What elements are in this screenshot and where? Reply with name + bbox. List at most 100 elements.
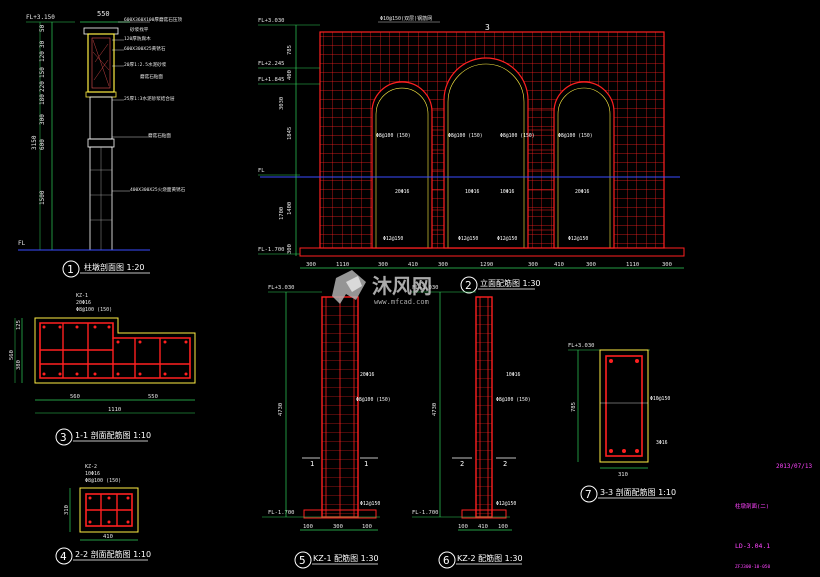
d1-dim-9: 1500 xyxy=(39,190,46,205)
watermark: 沐风网 www.mfcad.com xyxy=(332,270,432,306)
d1-dim-2: 120 xyxy=(39,51,46,62)
d2-number: 2 xyxy=(465,279,472,292)
d1-title: 柱墩剖面图 1:20 xyxy=(84,262,145,272)
d6-bdim-0: 100 xyxy=(458,524,468,530)
d7-rebar-2: 3Φ16 xyxy=(656,440,668,446)
drawing-6-kz2: FL+3.030 FL-1.700 4730 10Φ16 Φ8@100 (150… xyxy=(412,285,531,569)
d4-label: KZ-2 xyxy=(85,464,97,470)
d6-section-r: 2 xyxy=(503,460,507,468)
watermark-brand: 沐风网 xyxy=(372,274,432,298)
drawing-2-elevation: Φ10@150(双层)钢筋网 3 FL+3.030 FL+2.245 FL+1.… xyxy=(258,15,685,294)
d5-title: KZ-1 配筋图 1:30 xyxy=(313,553,379,563)
d1-note-8: 蘑菇石贴面 xyxy=(148,132,171,139)
d4-title: 2-2 剖面配筋图 1:10 xyxy=(75,549,151,559)
d2-bdim-7: 410 xyxy=(554,262,564,268)
d3-dim-left-0: 125 xyxy=(16,320,22,330)
d2-level-0: FL+3.030 xyxy=(258,18,285,24)
d2-bdim-2: 300 xyxy=(378,262,388,268)
d7-dim-bottom: 310 xyxy=(618,472,628,478)
d4-bars: 10Φ16 xyxy=(85,471,100,477)
d2-ldim-1: 400 xyxy=(287,70,293,80)
d1-number: 1 xyxy=(67,263,74,276)
d2-level-4: FL-1.700 xyxy=(258,247,285,253)
d2-base-1: Φ12@150 xyxy=(458,236,478,242)
d2-rebar-0: Φ8@100 (150) xyxy=(376,133,411,139)
d3-stirrup: Φ8@100 (150) xyxy=(76,307,112,313)
d2-top-note: Φ10@150(双层)钢筋网 xyxy=(380,15,432,22)
d3-number: 3 xyxy=(60,431,67,444)
d2-ldim-2: 3030 xyxy=(279,97,285,110)
d1-dim-6: 300 xyxy=(39,114,46,125)
d6-bdim-2: 100 xyxy=(498,524,508,530)
d6-bdim-1: 410 xyxy=(478,524,488,530)
sheet-sub: ZFJ300-10-050 xyxy=(735,564,771,570)
sheet-date: 2013/07/13 xyxy=(776,463,813,470)
d3-title: 1-1 剖面配筋图 1:10 xyxy=(75,430,151,440)
d1-note-4: 20厚1:2.5水泥砂浆 xyxy=(124,61,167,68)
d3-dim-left-1: 380 xyxy=(16,360,22,370)
d3-label: KZ-1 xyxy=(76,293,88,299)
d6-level-top: FL+3.030 xyxy=(412,285,439,291)
drawing-1-pier-section: 550 FL+3.150 50 30 120 150 220 180 300 6… xyxy=(18,10,186,278)
d1-dim-8: 3150 xyxy=(31,135,38,150)
d7-rebar-1: Φ10@150 xyxy=(650,396,670,402)
d2-rebar-2: Φ8@100 (150) xyxy=(500,133,535,139)
d2-bdim-4: 300 xyxy=(438,262,448,268)
drawing-4-section-2-2: KZ-2 10Φ16 Φ8@100 (150) 310 410 4 2-2 剖面… xyxy=(55,464,151,565)
d1-dim-4: 220 xyxy=(39,81,46,92)
d3-dim-b-1: 550 xyxy=(148,394,158,400)
d2-bdim-8: 300 xyxy=(586,262,596,268)
d5-bdim-1: 300 xyxy=(333,524,343,530)
d4-stirrup: Φ8@100 (150) xyxy=(85,478,121,484)
d7-title: 3-3 剖面配筋图 1:10 xyxy=(600,487,676,497)
d1-dim-0: 50 xyxy=(39,24,46,32)
d1-note-1: 砂浆找平 xyxy=(130,26,149,33)
d2-rebar-1: Φ8@100 (150) xyxy=(448,133,483,139)
d2-base-3: Φ12@150 xyxy=(568,236,588,242)
d6-bars: 10Φ16 xyxy=(506,372,521,378)
d5-bdim-2: 100 xyxy=(362,524,372,530)
d5-section-r: 1 xyxy=(364,460,368,468)
d7-level: FL+3.030 xyxy=(568,343,595,349)
d1-level-top: FL+3.150 xyxy=(26,14,55,21)
d5-level-top: FL+3.030 xyxy=(268,285,295,291)
d2-bdim-1: 1110 xyxy=(336,262,349,268)
d2-bar-3: 20Φ16 xyxy=(575,189,590,195)
d4-dim-left: 310 xyxy=(64,505,70,515)
drawing-5-kz1: FL+3.030 FL-1.700 4730 20Φ16 Φ8@100 (150… xyxy=(262,285,391,569)
d3-dim-b-0: 560 xyxy=(70,394,80,400)
d2-bar-0: 20Φ16 xyxy=(395,189,410,195)
d5-height: 4730 xyxy=(278,403,284,416)
d2-title: 立面配筋图 1:30 xyxy=(480,278,541,288)
d2-bdim-0: 300 xyxy=(306,262,316,268)
d2-bdim-9: 1110 xyxy=(626,262,639,268)
d1-note-3: 600X300X25黄锈石 xyxy=(124,45,166,52)
d2-base-0: Φ12@150 xyxy=(383,236,403,242)
d2-level-1: FL+2.245 xyxy=(258,61,285,67)
d7-number: 7 xyxy=(585,488,592,501)
d2-level-3: FL xyxy=(258,168,265,174)
d2-ldim-5: 1700 xyxy=(279,207,285,220)
d1-level-bottom: FL xyxy=(18,240,26,247)
d2-section-mark: 3 xyxy=(485,23,490,32)
d1-note-0: 600X360X100厚蘑菇石压顶 xyxy=(124,16,182,23)
d2-bdim-3: 410 xyxy=(408,262,418,268)
sheet-code: LD-3.04.1 xyxy=(735,542,770,550)
d2-bar-1: 10Φ16 xyxy=(465,189,480,195)
d1-top-dim: 550 xyxy=(97,10,110,18)
d5-section-l: 1 xyxy=(310,460,314,468)
d1-note-6: 400X300X25火烧面黄锈石 xyxy=(130,186,186,193)
d4-number: 4 xyxy=(60,550,67,563)
d2-bar-2: 10Φ16 xyxy=(500,189,515,195)
d5-stirrup: Φ8@100 (150) xyxy=(356,397,391,403)
d6-level-bottom: FL-1.700 xyxy=(412,510,439,516)
d1-dim-7: 600 xyxy=(39,139,46,150)
d1-note-2: 120厚防腐木 xyxy=(124,35,151,42)
d6-section-l: 2 xyxy=(460,460,464,468)
d4-dim-bottom: 410 xyxy=(103,534,113,540)
sheet-title-block: 2013/07/13 柱墩剖面(二) LD-3.04.1 ZFJ300-10-0… xyxy=(735,463,813,570)
drawing-3-section-1-1: KZ-1 20Φ16 Φ8@100 (150) 125 380 560 560 … xyxy=(9,293,196,446)
d1-dim-5: 180 xyxy=(39,94,46,105)
